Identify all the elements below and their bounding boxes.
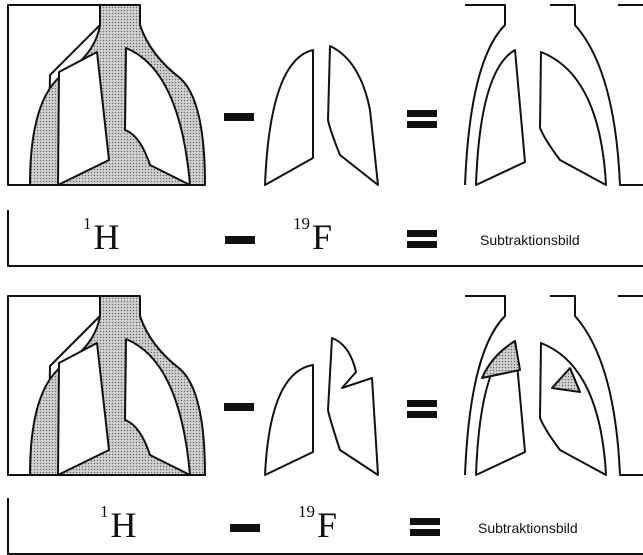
row1-sub-left-lung (540, 52, 606, 185)
row2-eq-equals-top (410, 518, 440, 525)
row2-eq-minus (230, 524, 260, 532)
row1-h1-image-panel (0, 0, 205, 185)
row2-f19-left-lung-defect (328, 338, 378, 475)
row2-h1-image-panel (8, 296, 205, 475)
row2-f19-right-lung (265, 365, 313, 475)
row1-eq-minus (225, 236, 255, 244)
row1-sub-right-lung (476, 50, 525, 185)
row2-term1-symbol: H (111, 505, 137, 545)
row2-term1-mass: 1 (100, 502, 109, 521)
row1-term1: 1H (83, 219, 120, 255)
row1-term2-symbol: F (312, 217, 332, 257)
row1-result-label: Subtraktionsbild (480, 232, 580, 248)
row2-eq-equals-bottom (410, 529, 440, 536)
row2-term2-symbol: F (317, 505, 337, 545)
row2-term2: 19F (298, 507, 337, 543)
row2-equals-bottom (407, 411, 437, 418)
row1-eq-equals-top (407, 230, 437, 237)
row1-term2: 19F (293, 219, 332, 255)
row1-equals-bottom (407, 121, 437, 128)
row1-eq-equals-bottom (407, 241, 437, 248)
row2-term1: 1H (100, 507, 137, 543)
row1-term1-symbol: H (94, 217, 120, 257)
row2-minus-sign (224, 403, 254, 411)
row2-result-label: Subtraktionsbild (478, 520, 578, 536)
row1-term2-mass: 19 (293, 214, 310, 233)
row1-f19-right-lung (265, 50, 313, 185)
row1-equals-top (407, 110, 437, 117)
row1-f19-left-lung (328, 46, 378, 185)
row1-minus-sign (224, 113, 254, 121)
row2-term2-mass: 19 (298, 502, 315, 521)
row1-term1-mass: 1 (83, 214, 92, 233)
row2-sub-left-lung (540, 343, 606, 475)
row2-equals-top (407, 400, 437, 407)
